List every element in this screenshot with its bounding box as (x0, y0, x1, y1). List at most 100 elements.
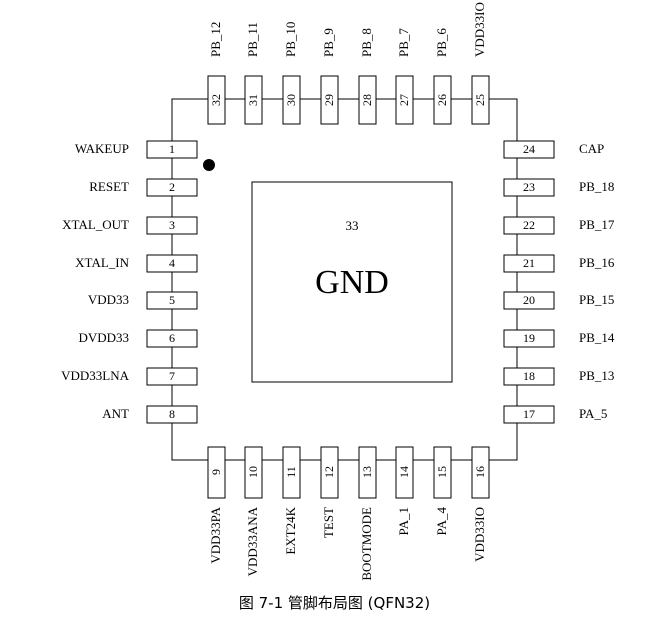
pin-number: 11 (284, 466, 298, 478)
pin-number: 23 (523, 180, 535, 194)
pin-number: 2 (169, 180, 175, 194)
pin-name: PB_11 (245, 22, 260, 57)
pin-name: PB_15 (579, 292, 614, 307)
pin-name: VDD33IO (472, 2, 487, 57)
pin-name: VDD33 (88, 292, 129, 307)
pin-name: PB_12 (208, 22, 223, 57)
pin-number: 14 (397, 466, 411, 478)
pin-name: PB_10 (283, 22, 298, 57)
pin-number: 6 (169, 331, 175, 345)
pin-number: 28 (360, 94, 374, 106)
pin-name: VDD33LNA (61, 368, 129, 383)
pin-box (503, 254, 555, 273)
pin-3: 3 XTAL_OUT (62, 216, 198, 235)
pin-number: 18 (523, 369, 535, 383)
pin-box (146, 140, 198, 159)
center-pad (251, 181, 453, 383)
pin-number: 26 (435, 94, 449, 106)
pin-number: 15 (435, 466, 449, 478)
pin-number: 21 (523, 256, 535, 270)
pin-number: 30 (284, 94, 298, 106)
pin-box (146, 216, 198, 235)
pin-box (433, 75, 452, 125)
pin-name: BOOTMODE (359, 507, 374, 581)
pin-name: VDD33PA (208, 506, 223, 563)
pin-name: PB_9 (321, 28, 336, 57)
pin-box (320, 446, 339, 499)
pin-number: 22 (523, 218, 535, 232)
pin-box (207, 446, 226, 499)
pin-box (433, 446, 452, 499)
pin-box (146, 367, 198, 386)
pin-name: TEST (321, 507, 336, 538)
pin-number: 1 (169, 142, 175, 156)
pin-box (503, 216, 555, 235)
pin-number: 20 (523, 293, 535, 307)
pin-box (146, 178, 198, 197)
pin-name: XTAL_OUT (62, 217, 129, 232)
pin-name: WAKEUP (75, 141, 129, 156)
pin-box (146, 291, 198, 310)
pin-name: RESET (89, 179, 129, 194)
pin-box (146, 254, 198, 273)
pin-box (503, 405, 555, 424)
pin-box (244, 446, 263, 499)
pin-box (282, 446, 301, 499)
pin-name: PB_17 (579, 217, 615, 232)
pin-20: 20 PB_15 (503, 291, 614, 310)
pin-2: 2 RESET (89, 178, 198, 197)
pin-box (207, 75, 226, 125)
pin-25: 25 VDD33IO (471, 2, 490, 125)
pin-1: 1 WAKEUP (75, 140, 198, 159)
pin-box (146, 405, 198, 424)
pin-name: VDD33IO (472, 507, 487, 562)
pin-5: 5 VDD33 (88, 291, 198, 310)
pin-name: PA_1 (396, 507, 411, 535)
pin-name: EXT24K (283, 506, 298, 554)
pin-number: 3 (169, 218, 175, 232)
pin-22: 22 PB_17 (503, 216, 615, 235)
pin-28: 28 PB_8 (358, 28, 377, 125)
pin-box (358, 75, 377, 125)
pin-number: 27 (397, 94, 411, 106)
pin-number: 24 (523, 142, 535, 156)
pin-name: PB_18 (579, 179, 614, 194)
pin-29: 29 PB_9 (320, 28, 339, 125)
pinout-diagram: 33 GND 1WAKEUP2RESET3XTAL_OUT4XTAL_IN5VD… (61, 2, 615, 581)
pin-name: PB_8 (359, 28, 374, 57)
pin-number: 29 (322, 94, 336, 106)
pin-number: 5 (169, 293, 175, 307)
pin-name: ANT (102, 406, 129, 421)
pin-24: 24 CAP (503, 140, 604, 159)
pin-name: PB_14 (579, 330, 615, 345)
pin-name: CAP (579, 141, 604, 156)
pin-7: 7 VDD33LNA (61, 367, 198, 386)
pin-box (503, 329, 555, 348)
pin-box (395, 75, 414, 125)
pin-box (146, 329, 198, 348)
pin-number: 31 (246, 94, 260, 106)
pin-number: 9 (209, 469, 223, 475)
pin-name: PB_13 (579, 368, 614, 383)
pin1-marker-dot (203, 159, 215, 171)
pin-number: 25 (473, 94, 487, 106)
pin-name: PB_7 (396, 28, 411, 57)
pin-number: 7 (169, 369, 175, 383)
pin-box (395, 446, 414, 499)
pin-name: PB_16 (579, 255, 615, 270)
pin-box (320, 75, 339, 125)
pin-18: 18 PB_13 (503, 367, 614, 386)
pin-number: 8 (169, 407, 175, 421)
